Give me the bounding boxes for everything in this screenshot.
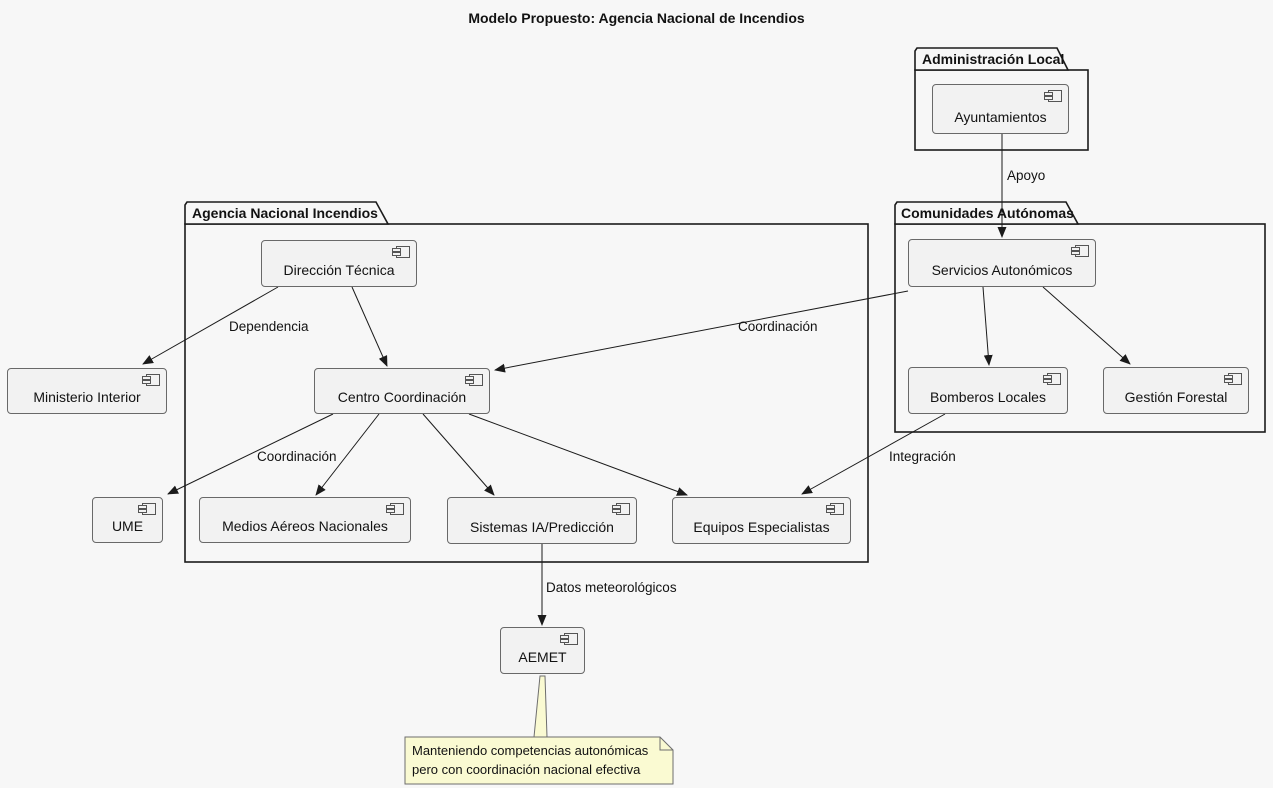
- component-label: Equipos Especialistas: [693, 519, 830, 535]
- component-direccion-tecnica: Dirección Técnica: [261, 240, 417, 287]
- edge-label-dependencia: Dependencia: [229, 319, 309, 334]
- component-icon: [1224, 373, 1242, 385]
- component-bomberos-locales: Bomberos Locales: [908, 367, 1068, 414]
- edge-label-coordinacion-servicios: Coordinación: [738, 319, 818, 334]
- component-icon: [1071, 245, 1089, 257]
- component-servicios-autonomicos: Servicios Autonómicos: [908, 239, 1096, 287]
- edge-direccion-centro: [351, 286, 388, 367]
- package-agencia-nacional-tab: [184, 201, 390, 225]
- component-ume: UME: [92, 497, 163, 543]
- component-label: Bomberos Locales: [930, 389, 1046, 405]
- component-icon: [392, 246, 410, 258]
- component-icon: [560, 633, 578, 645]
- component-label: Servicios Autonómicos: [931, 262, 1073, 278]
- component-icon: [826, 503, 844, 515]
- component-icon: [612, 503, 630, 515]
- edge-centro-ume: [167, 413, 334, 495]
- package-title-comunidades-autonomas: Comunidades Autónomas: [901, 205, 1074, 221]
- edge-label-datos-meteorologicos: Datos meteorológicos: [546, 580, 677, 595]
- component-ministerio-interior: Ministerio Interior: [7, 368, 167, 414]
- component-ayuntamientos: Ayuntamientos: [932, 84, 1069, 134]
- package-administracion-local-tab: [914, 47, 1070, 71]
- component-aemet: AEMET: [500, 627, 585, 674]
- component-icon: [465, 374, 483, 386]
- package-comunidades-autonomas-tab: [894, 201, 1080, 225]
- component-sistemas-ia: Sistemas IA/Predicción: [447, 497, 637, 544]
- package-agencia-nacional-body: [184, 223, 869, 563]
- component-icon: [138, 503, 156, 515]
- note-text: Manteniendo competencias autonómicas per…: [412, 743, 649, 777]
- edge-servicios-gestion: [1042, 286, 1131, 365]
- component-label: Sistemas IA/Predicción: [470, 519, 614, 535]
- component-icon: [1044, 90, 1062, 102]
- note-connector: [533, 675, 548, 738]
- component-icon: [1043, 373, 1061, 385]
- component-gestion-forestal: Gestión Forestal: [1103, 367, 1249, 414]
- diagram-title: Modelo Propuesto: Agencia Nacional de In…: [468, 10, 805, 26]
- component-icon: [142, 374, 160, 386]
- edge-servicios-centro: [494, 290, 909, 373]
- edge-label-apoyo: Apoyo: [1007, 168, 1046, 183]
- component-equipos-especialistas: Equipos Especialistas: [672, 497, 851, 544]
- package-title-agencia-nacional: Agencia Nacional Incendios: [192, 205, 378, 221]
- component-label: Ayuntamientos: [954, 109, 1047, 125]
- component-label: Gestión Forestal: [1124, 389, 1228, 405]
- component-label: AEMET: [518, 649, 567, 665]
- component-label: Ministerio Interior: [33, 389, 141, 405]
- component-label: UME: [111, 518, 144, 534]
- component-label: Medios Aéreos Nacionales: [222, 518, 388, 534]
- component-centro-coordinacion: Centro Coordinación: [314, 368, 490, 414]
- package-comunidades-autonomas-body: [894, 223, 1266, 433]
- component-icon: [386, 503, 404, 515]
- component-label: Centro Coordinación: [337, 389, 467, 405]
- component-medios-aereos: Medios Aéreos Nacionales: [199, 497, 411, 543]
- edge-label-integracion: Integración: [889, 449, 956, 464]
- edge-centro-sistemas: [422, 413, 495, 496]
- edge-centro-equipos: [468, 413, 688, 496]
- note-fold-icon: [659, 737, 673, 751]
- edge-label-coordinacion-ume: Coordinación: [257, 449, 337, 464]
- edge-centro-medios: [315, 413, 380, 496]
- package-title-administracion-local: Administración Local: [922, 51, 1065, 67]
- note-shape: [404, 736, 674, 785]
- edge-bomberos-equipos: [801, 413, 946, 495]
- edge-direccion-ministerio: [142, 286, 279, 365]
- component-label: Dirección Técnica: [283, 262, 395, 278]
- edge-servicios-bomberos: [982, 286, 993, 366]
